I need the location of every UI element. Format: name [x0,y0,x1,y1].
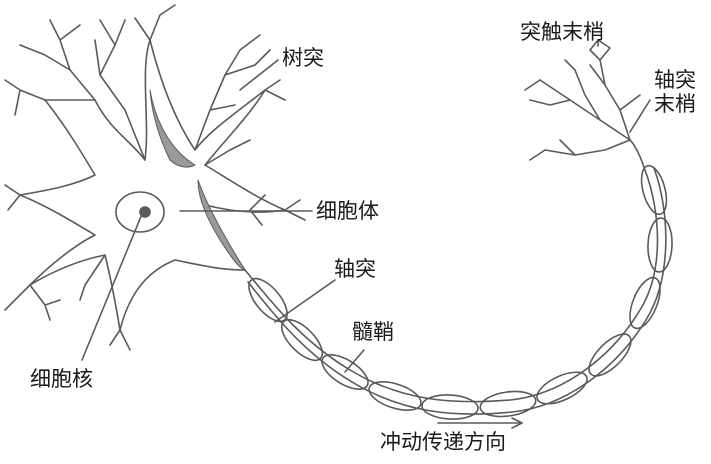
axon-hillock-shading [197,179,246,271]
myelin-segment [421,394,479,420]
nucleus-outline [115,191,165,233]
dendrite-branch [4,79,46,211]
label-axon: 轴突 [334,257,376,281]
label-cell-body: 细胞体 [316,199,379,223]
leader-myelin [344,349,365,373]
label-synaptic-terminal: 突触末梢 [520,20,604,44]
dendrite-branch [134,4,176,41]
dendrite-branch [249,194,306,226]
leader-axon-terminal [629,99,651,133]
dendrite-branch [94,19,146,161]
dendrite-branch [194,34,271,151]
dendrite-branch [19,19,96,101]
myelin-segment [479,390,537,418]
cell-body-outline [19,39,286,331]
myelin-segment [321,354,369,390]
axon-line [244,139,659,403]
axon-terminal-branch [529,139,631,161]
dendrite-branch [79,254,131,351]
myelin-segment [536,371,588,405]
axon-terminal-branch [529,69,631,141]
myelin-segment [629,276,661,330]
myelin-segment [280,318,324,362]
axon-terminal-branch [589,59,641,141]
leader-dendrite [239,59,279,91]
label-axon-terminal-line1: 轴突 [654,68,696,92]
label-axon-terminal: 轴突 末梢 [654,68,696,116]
axon-terminal-branch [524,39,611,91]
myelin-segment [640,164,668,216]
label-nucleus: 细胞核 [30,367,93,391]
myelin-segment [588,333,632,377]
leader-axon [274,279,336,323]
impulse-arrow-head [511,417,523,429]
label-impulse-direction: 冲动传递方向 [380,430,506,454]
axon-line-inner [247,167,667,415]
label-myelin-sheath: 髓鞘 [352,320,394,344]
cell-body-shading [149,89,196,168]
label-axon-terminal-line2: 末梢 [654,92,696,117]
leader-nucleus [81,213,143,361]
myelin-segment [647,217,673,273]
dendrite-branch [4,284,61,321]
label-dendrite: 树突 [282,46,324,70]
dendrite-branch [204,79,286,166]
myelin-segment [368,381,422,411]
